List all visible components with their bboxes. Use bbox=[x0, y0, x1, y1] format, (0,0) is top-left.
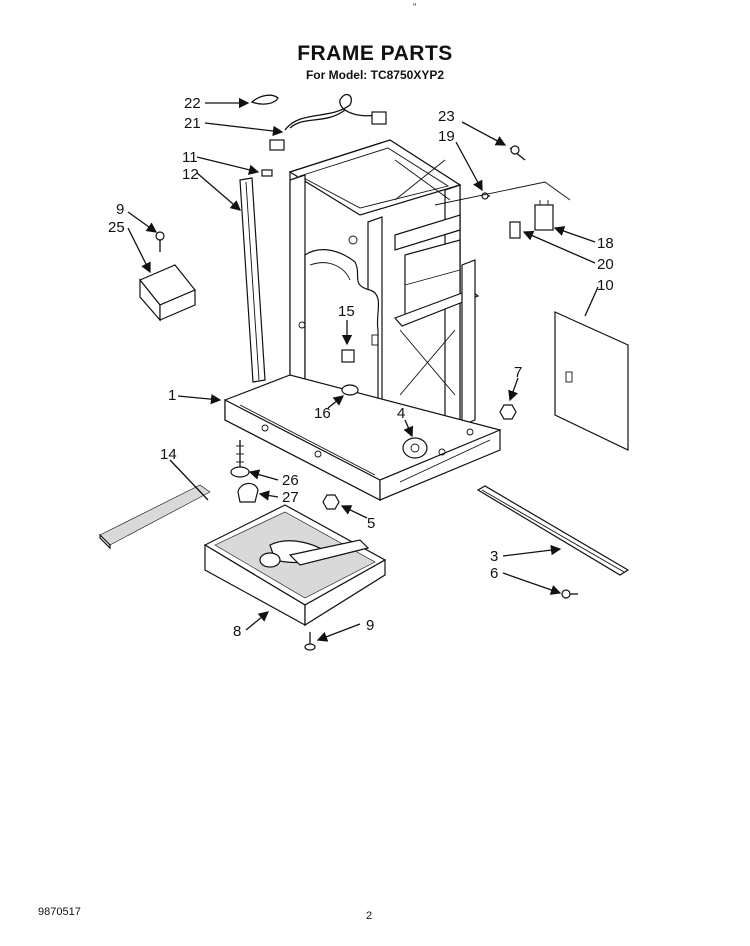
callout-9: 9 bbox=[116, 201, 124, 218]
model-subtitle: For Model: TC8750XYP2 bbox=[305, 68, 445, 82]
callout-26: 26 bbox=[282, 472, 299, 489]
part-16-fitting bbox=[341, 384, 359, 396]
frame-cabinet bbox=[224, 139, 502, 501]
part-3-rail bbox=[476, 485, 630, 576]
part-25-bracket bbox=[139, 264, 196, 322]
callout-19: 19 bbox=[438, 128, 455, 145]
part-23-screw bbox=[509, 145, 526, 161]
callout-21: 21 bbox=[184, 115, 201, 132]
part-21-wire-harness bbox=[269, 93, 387, 151]
callout-1: 1 bbox=[168, 387, 176, 404]
part-22-clip bbox=[250, 94, 279, 105]
callout-10: 10 bbox=[597, 277, 614, 294]
part-10-panel bbox=[554, 311, 629, 451]
callout-5: 5 bbox=[367, 515, 375, 532]
callout-9-bottom: 9 bbox=[366, 617, 374, 634]
callout-22: 22 bbox=[184, 95, 201, 112]
part-9-bolt-top bbox=[155, 231, 165, 252]
part-9-screw-bottom bbox=[304, 632, 316, 651]
part-11-screw bbox=[261, 169, 273, 177]
callout-4: 4 bbox=[397, 405, 405, 422]
part-5-nut bbox=[322, 494, 340, 510]
callout-6: 6 bbox=[490, 565, 498, 582]
page-title: FRAME PARTS bbox=[297, 42, 453, 65]
callout-23: 23 bbox=[438, 108, 455, 125]
callout-20: 20 bbox=[597, 256, 614, 273]
part-6-screw bbox=[561, 589, 578, 599]
callout-8: 8 bbox=[233, 623, 241, 640]
callout-18: 18 bbox=[597, 235, 614, 252]
part-14-insulation-strip bbox=[99, 484, 211, 550]
callout-7: 7 bbox=[514, 364, 522, 381]
part-8-base-plate bbox=[203, 504, 387, 627]
part-7-nut bbox=[499, 404, 517, 420]
callout-14: 14 bbox=[160, 446, 177, 463]
callout-25: 25 bbox=[108, 219, 125, 236]
part-26-leveling-leg bbox=[230, 440, 250, 478]
page-number: 2 bbox=[366, 910, 373, 922]
callout-16: 16 bbox=[314, 405, 331, 422]
callout-3: 3 bbox=[490, 548, 498, 565]
part-12-strip bbox=[239, 177, 266, 383]
callout-27: 27 bbox=[282, 489, 299, 506]
document-number: 9870517 bbox=[38, 906, 81, 918]
part-27-foot bbox=[237, 482, 259, 503]
leader-lines bbox=[127, 97, 599, 642]
callout-12: 12 bbox=[182, 166, 199, 183]
part-15-bumper bbox=[341, 349, 355, 363]
corner-mark: " bbox=[413, 2, 417, 12]
part-4-mount bbox=[402, 437, 428, 459]
callout-11: 11 bbox=[182, 149, 198, 166]
callout-labels: 22 21 23 19 11 12 9 25 18 20 10 15 1 7 1… bbox=[108, 95, 614, 640]
part-20-plate bbox=[509, 221, 521, 239]
part-18-switch bbox=[534, 200, 554, 231]
callout-15: 15 bbox=[338, 303, 355, 320]
